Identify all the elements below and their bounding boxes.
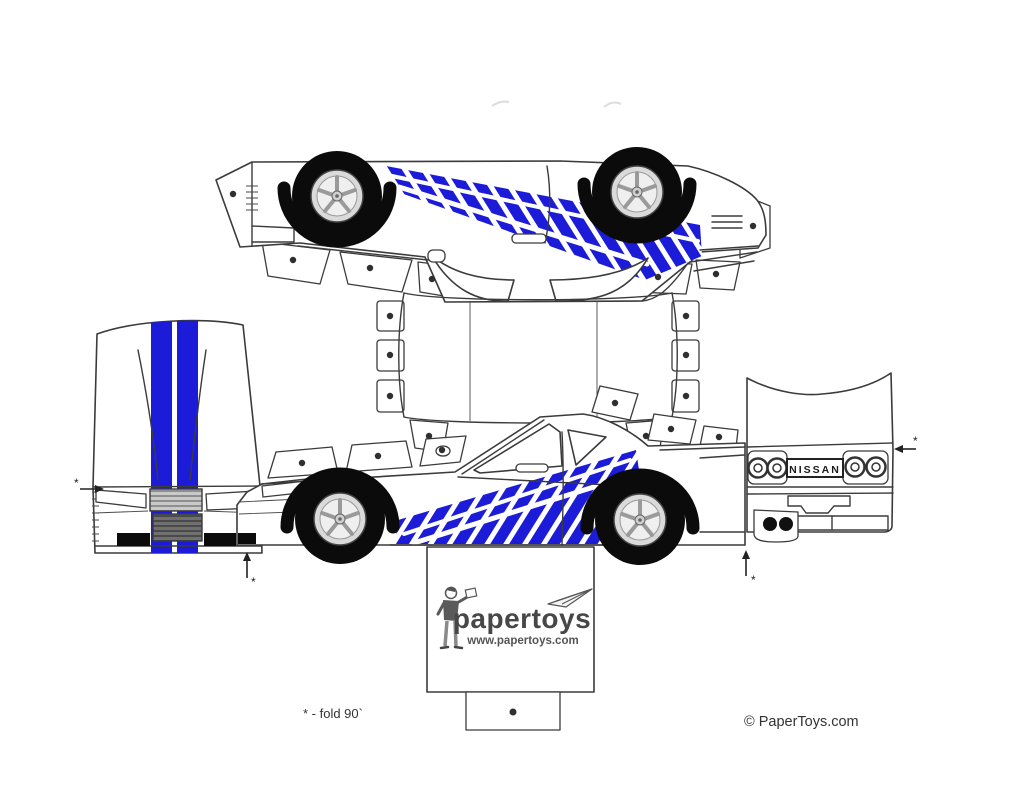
door-window [473,423,563,474]
fold-arrow-right: * [74,476,104,493]
headlight-left [95,489,147,509]
door-window [549,257,649,302]
nissan-badge-text: NISSAN [789,464,841,476]
man-holding-paper-icon [436,586,478,650]
svg-text:*: * [251,575,256,589]
bottom-side-panel [236,385,746,565]
rear-panel-outline [746,372,894,533]
intake-right [204,533,236,546]
svg-text:*: * [913,434,918,448]
side-mirror [427,249,446,263]
front-splitter [238,533,256,544]
quarter-window [431,255,515,302]
svg-text:*: * [74,476,79,490]
rear-panel: NISSAN [746,372,894,543]
nissan-badge: NISSAN [786,458,844,478]
wheel [577,147,697,244]
front-fascia [95,488,258,546]
underbody-outline [426,546,595,693]
glue-dot [509,708,517,716]
paper-airplane-icon [547,588,593,608]
glue-dot-markers [229,190,757,467]
svg-text:*: * [751,573,756,587]
copyright-text: © PaperToys.com [744,714,859,730]
top-car-windows [427,233,649,302]
top-side-panel [215,147,771,303]
papertoys-logo-text: papertoys [453,603,591,634]
fold-arrow-up-rear: * [742,550,756,587]
door-handle [511,233,547,244]
papertoys-url-text: www.papertoys.com [466,635,578,647]
grille-upper [149,488,203,512]
grille-lower [152,513,203,542]
underbody-panel: papertoys www.papertoys.com [426,546,595,731]
print-smudges [491,100,622,108]
intake-left [117,533,150,546]
wheel [277,151,397,248]
rear-bumper [746,486,894,531]
door-handle [515,463,549,473]
fold-instruction-note: * - fold 90` [303,706,363,721]
quarter-window [567,429,607,466]
fold-arrow-up-front: * [243,552,256,589]
tail-lights [747,450,889,485]
bottom-car-windows [435,423,607,474]
fold-arrows: * * * * [74,434,918,589]
wheel [580,468,700,565]
hood-panel [92,319,263,554]
wheel [280,467,400,564]
fold-arrow-left-rear: * [894,434,918,453]
top-car-detail-lines [246,162,759,302]
glue-tabs-bottom-panel [267,385,739,479]
exhaust-pipes [753,509,799,543]
